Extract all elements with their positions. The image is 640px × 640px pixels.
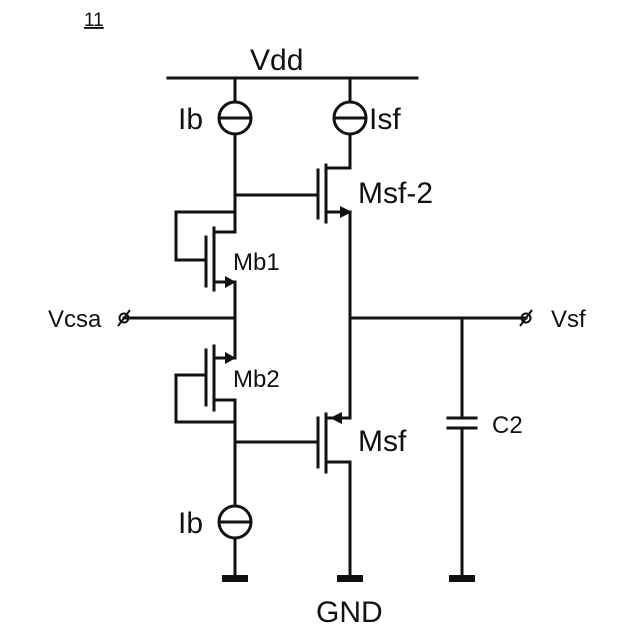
vdd-label: Vdd (250, 44, 303, 77)
current-source-label-ib-top: Ib (178, 103, 203, 136)
transistor-label-msf-2: Msf-2 (358, 177, 433, 210)
current-source-ib-bottom: Ib (178, 506, 251, 577)
capacitor-label-c2: C2 (492, 412, 523, 439)
transistor-label-mb1: Mb1 (233, 249, 280, 276)
transistor-label-mb2: Mb2 (233, 366, 280, 393)
ground-symbol-middle (337, 575, 363, 582)
vsf-label: Vsf (551, 306, 586, 333)
transistor-mb2: Mb2 (176, 346, 280, 506)
ground-symbol-right (449, 575, 475, 582)
current-source-ib-top: Ib (178, 78, 251, 195)
transistor-msf: Msf (235, 412, 407, 577)
transistor-label-msf: Msf (358, 425, 407, 458)
ground-symbol-left (222, 575, 248, 582)
figure-number: 11 (84, 10, 104, 31)
gnd-label: GND (316, 596, 383, 629)
vcsa-terminal: Vcsa (48, 306, 235, 333)
vsf-terminal: Vsf (350, 306, 586, 333)
capacitor-c2: C2 (448, 318, 523, 577)
current-source-label-isf: Isf (369, 103, 401, 136)
current-source-isf: Isf (334, 78, 401, 168)
current-source-label-ib-bottom: Ib (178, 507, 203, 540)
vcsa-label: Vcsa (48, 306, 102, 333)
vdd-rail: Vdd (168, 44, 417, 78)
transistor-mb1: Mb1 (176, 212, 280, 350)
